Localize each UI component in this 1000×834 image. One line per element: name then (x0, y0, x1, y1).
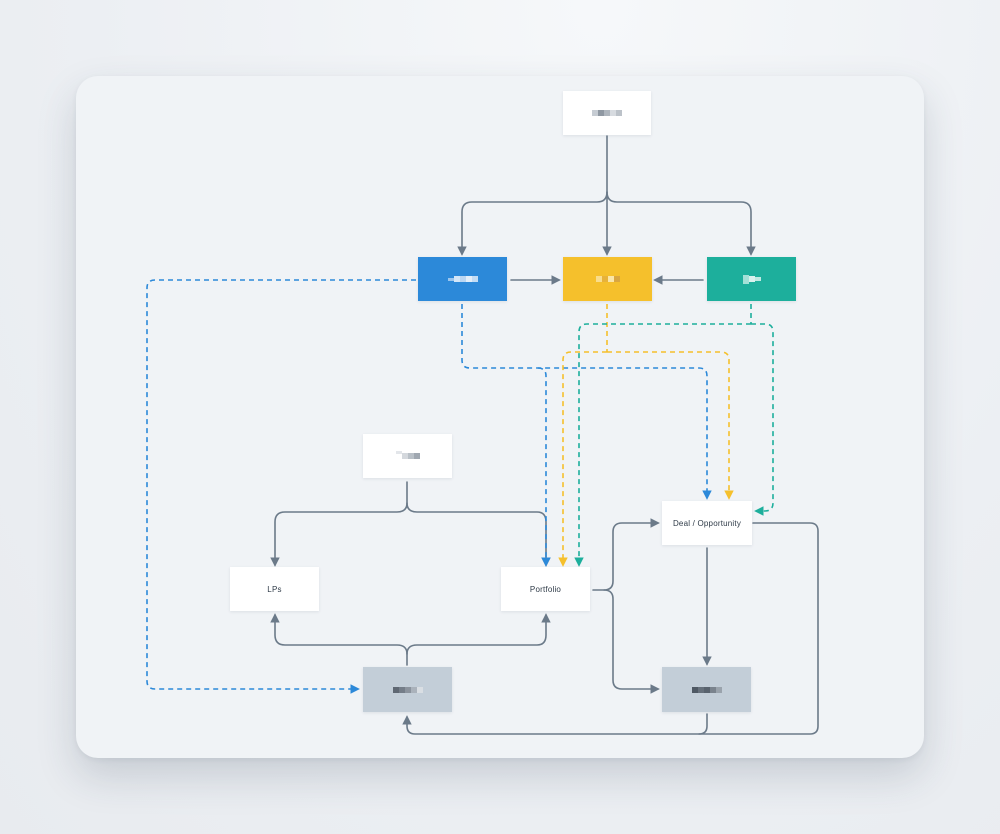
diagram-canvas (76, 76, 924, 758)
node-top[interactable] (563, 91, 651, 135)
node-bottom-right[interactable] (662, 667, 751, 712)
redacted-label-block (742, 274, 761, 284)
node-portfolio-label: Portfolio (529, 584, 562, 594)
node-yellow[interactable] (563, 257, 652, 301)
node-lps[interactable]: LPs (230, 567, 319, 611)
node-teal[interactable] (707, 257, 796, 301)
node-deal-label: Deal / Opportunity (672, 518, 742, 528)
node-deal-opportunity[interactable]: Deal / Opportunity (662, 501, 752, 545)
node-bottom-left[interactable] (363, 667, 452, 712)
node-lps-label: LPs (267, 584, 282, 594)
redacted-label-block (447, 276, 478, 282)
node-portfolio[interactable]: Portfolio (501, 567, 590, 611)
node-middle[interactable] (363, 434, 452, 478)
redacted-label-block (592, 110, 622, 116)
redacted-label-block (392, 686, 423, 693)
redacted-label-block (595, 276, 620, 282)
node-blue[interactable] (418, 257, 507, 301)
redacted-label-block (691, 686, 722, 693)
redacted-label-block (395, 450, 420, 459)
